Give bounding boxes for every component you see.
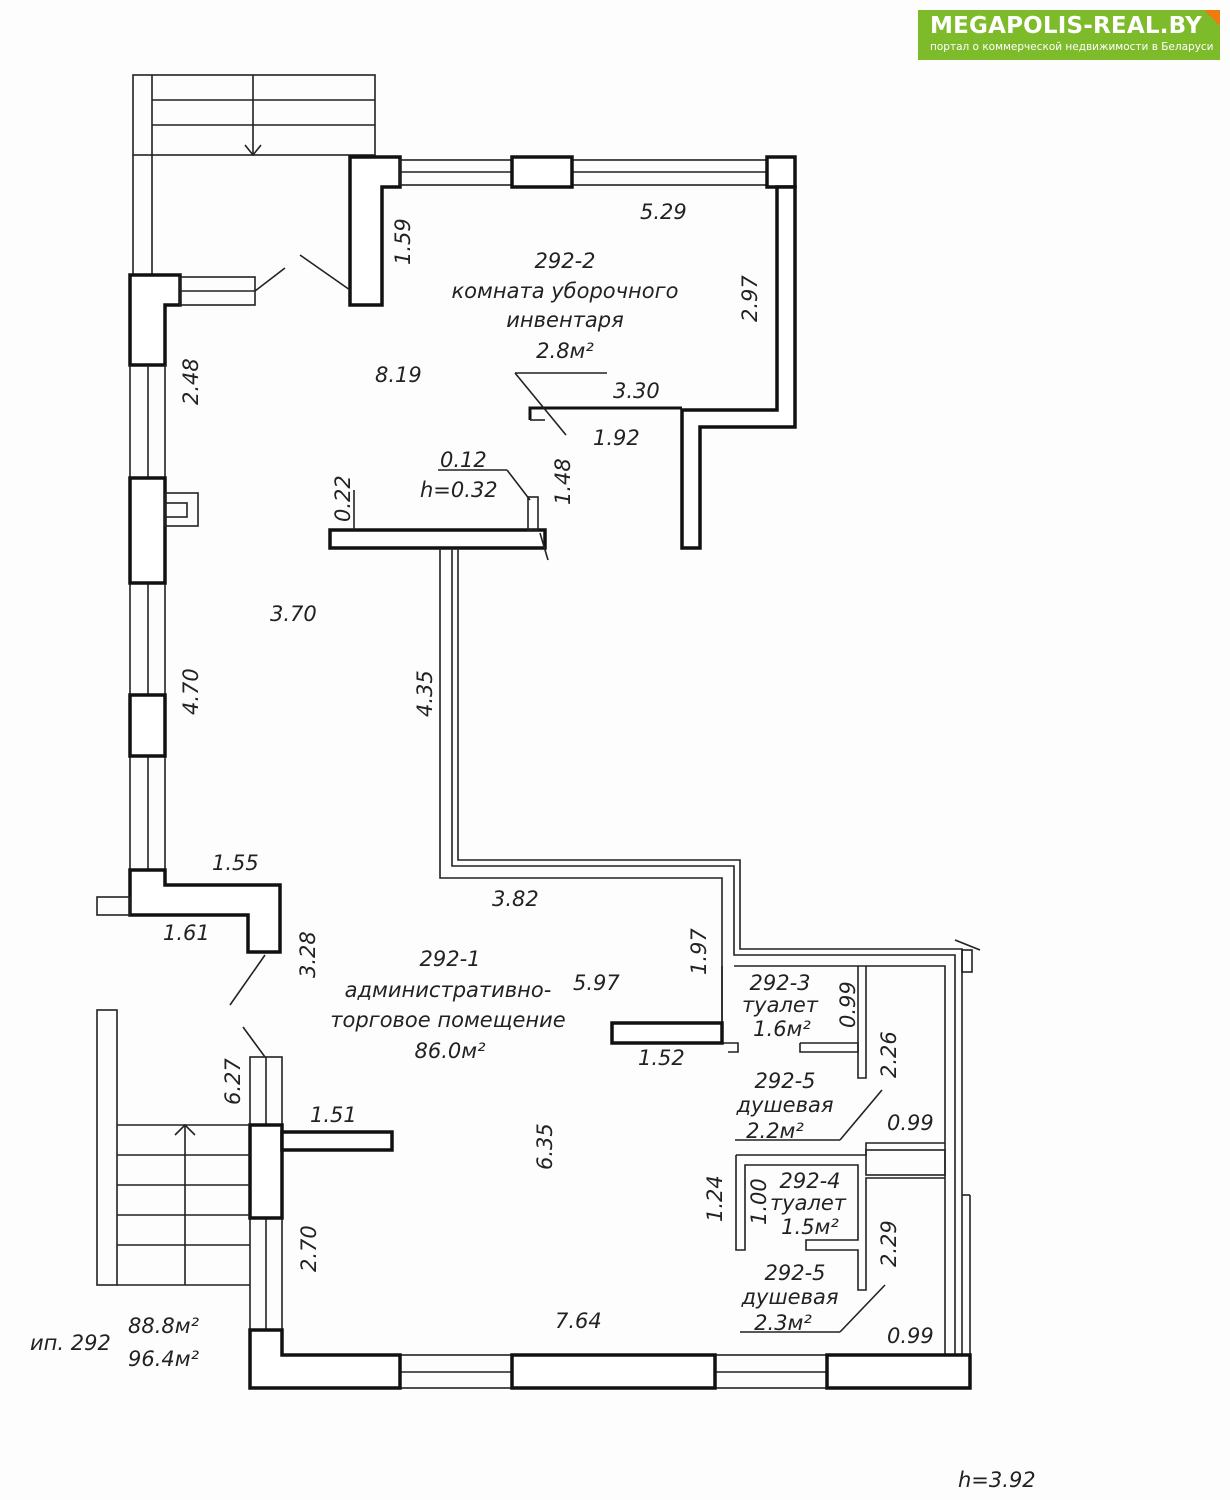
room-area: 1.6м² [753, 1017, 811, 1041]
room-name: туалет [742, 993, 819, 1017]
room-id: 292-3 [749, 971, 810, 995]
dimension: 2.70 [297, 1225, 321, 1272]
dimension: 1.97 [687, 928, 711, 975]
dimension: 1.52 [638, 1046, 685, 1070]
logo-name: MEGAPOLIS-REAL.BY [930, 13, 1202, 39]
dimension: 1.48 [551, 458, 575, 505]
dimension: 5.29 [640, 200, 687, 224]
bottom-staircase [96, 1009, 250, 1286]
dimension: 2.48 [179, 358, 203, 405]
dimension: 7.64 [555, 1309, 602, 1333]
room-id: 292-5 [754, 1069, 815, 1093]
logo-corner [1204, 10, 1220, 26]
dimension: 0.99 [836, 981, 860, 1028]
dimension: 1.59 [391, 218, 415, 265]
dimension: 0.99 [887, 1324, 934, 1348]
room-name: инвентаря [506, 308, 623, 332]
room-292-2-label: 292-2 комната уборочного инвентаря 2.8м² [451, 249, 678, 363]
dimension: h=0.32 [420, 478, 498, 502]
room-292-4-label: 292-4 туалет 1.5м² [770, 1169, 847, 1239]
area-value: 96.4м² [128, 1347, 200, 1371]
room-292-3-label: 292-3 туалет 1.6м² [742, 971, 819, 1041]
summary: ип. 292 88.8м² 96.4м² h=3.92 [30, 1314, 1036, 1492]
room-292-5b-label: 292-5 душевая 2.3м² [741, 1261, 839, 1335]
dimension-labels: 5.29 1.59 2.97 2.48 8.19 3.30 1.92 0.12 … [163, 200, 934, 1348]
dimension: 4.35 [413, 670, 437, 717]
dimension: 1.61 [163, 921, 210, 945]
dimension: 0.22 [331, 475, 355, 522]
dimension: 5.97 [573, 971, 620, 995]
dimension: 2.29 [877, 1220, 901, 1267]
dimension: 6.35 [533, 1123, 557, 1170]
dimension: 1.51 [310, 1103, 357, 1127]
dimension: 2.26 [877, 1031, 901, 1078]
room-id: 292-1 [419, 947, 480, 971]
room-id: 292-2 [534, 249, 595, 273]
room-area: 1.5м² [781, 1215, 839, 1239]
room-292-1-label: 292-1 административно- торговое помещени… [330, 947, 565, 1063]
dimension: 3.70 [270, 602, 317, 626]
room-name: торговое помещение [330, 1008, 565, 1032]
room-name: административно- [345, 978, 552, 1002]
room-area: 2.8м² [536, 339, 594, 363]
unit-number: ип. 292 [30, 1331, 111, 1355]
room-name: душевая [741, 1285, 839, 1309]
top-staircase [132, 74, 376, 275]
megapolis-logo[interactable]: MEGAPOLIS-REAL.BY портал о коммерческой … [918, 10, 1220, 60]
dimension: 1.92 [593, 426, 640, 450]
room-area: 2.2м² [746, 1119, 804, 1143]
dimension: 6.27 [221, 1058, 245, 1105]
dimension: 3.28 [296, 931, 320, 978]
dimension: 3.82 [492, 887, 539, 911]
dimension: 1.24 [703, 1175, 727, 1222]
room-292-5a-label: 292-5 душевая 2.2м² [736, 1069, 834, 1143]
room-area: 86.0м² [414, 1039, 486, 1063]
walls [96, 155, 981, 1390]
dimension: 3.30 [613, 379, 660, 403]
ceiling-height: h=3.92 [958, 1468, 1036, 1492]
area-value: 88.8м² [128, 1314, 200, 1338]
dimension: 1.00 [747, 1178, 771, 1225]
room-name: душевая [736, 1093, 834, 1117]
dimension: 0.99 [887, 1111, 934, 1135]
room-name: комната уборочного [451, 279, 678, 303]
room-area: 2.3м² [754, 1311, 812, 1335]
dimension: 2.97 [738, 275, 762, 322]
dimension: 0.12 [440, 448, 487, 472]
room-name: туалет [770, 1191, 847, 1215]
dimension: 1.55 [212, 851, 259, 875]
room-id: 292-5 [764, 1261, 825, 1285]
logo-tagline: портал о коммерческой недвижимости в Бел… [930, 41, 1214, 53]
room-id: 292-4 [779, 1169, 840, 1193]
dimension: 8.19 [375, 363, 422, 387]
dimension: 4.70 [179, 668, 203, 715]
